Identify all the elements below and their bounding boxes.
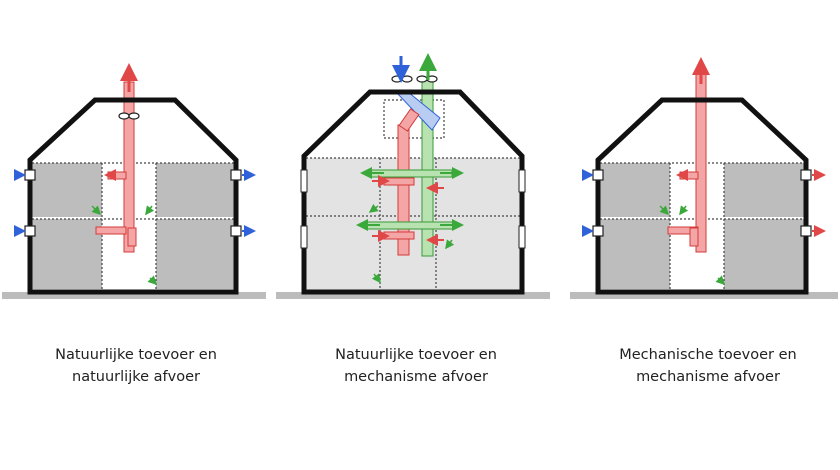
caption-line: Natuurlijke toevoer en (55, 347, 217, 363)
room-dark (32, 163, 102, 217)
door-flow-icon (368, 203, 455, 284)
exhaust-duct (398, 108, 420, 132)
ground-strip (570, 292, 838, 299)
caption-mechanical-mechanical: Mechanische toevoer en mechanisme afvoer (578, 344, 838, 388)
house-1 (2, 63, 266, 299)
caption-line: Natuurlijke toevoer en (335, 347, 497, 363)
caption-line: natuurlijke afvoer (72, 369, 200, 385)
house-2 (276, 53, 550, 299)
door-flow-icon (659, 205, 726, 286)
room-dark (156, 163, 234, 217)
vent-grille-icon (300, 169, 526, 249)
house-outline (595, 97, 809, 295)
house-3 (570, 57, 838, 299)
room-dark (600, 219, 670, 289)
ground-strip (276, 292, 550, 299)
fan-icon (391, 75, 438, 83)
room-dark (724, 163, 804, 217)
room-dark (600, 163, 670, 217)
house-outline (27, 97, 239, 295)
fan-icon (118, 112, 140, 120)
ground-strip (2, 292, 266, 299)
caption-line: mechanisme afvoer (344, 369, 488, 385)
house-outline (301, 89, 525, 295)
room-dark (32, 219, 102, 289)
room-dark (156, 219, 234, 289)
room-dark (724, 219, 804, 289)
door-flow-icon (91, 205, 158, 286)
caption-line: Mechanische toevoer en (619, 347, 797, 363)
caption-natural-mechanical: Natuurlijke toevoer en mechanisme afvoer (286, 344, 546, 388)
caption-natural-natural: Natuurlijke toevoer en natuurlijke afvoe… (6, 344, 266, 388)
caption-line: mechanisme afvoer (636, 369, 780, 385)
